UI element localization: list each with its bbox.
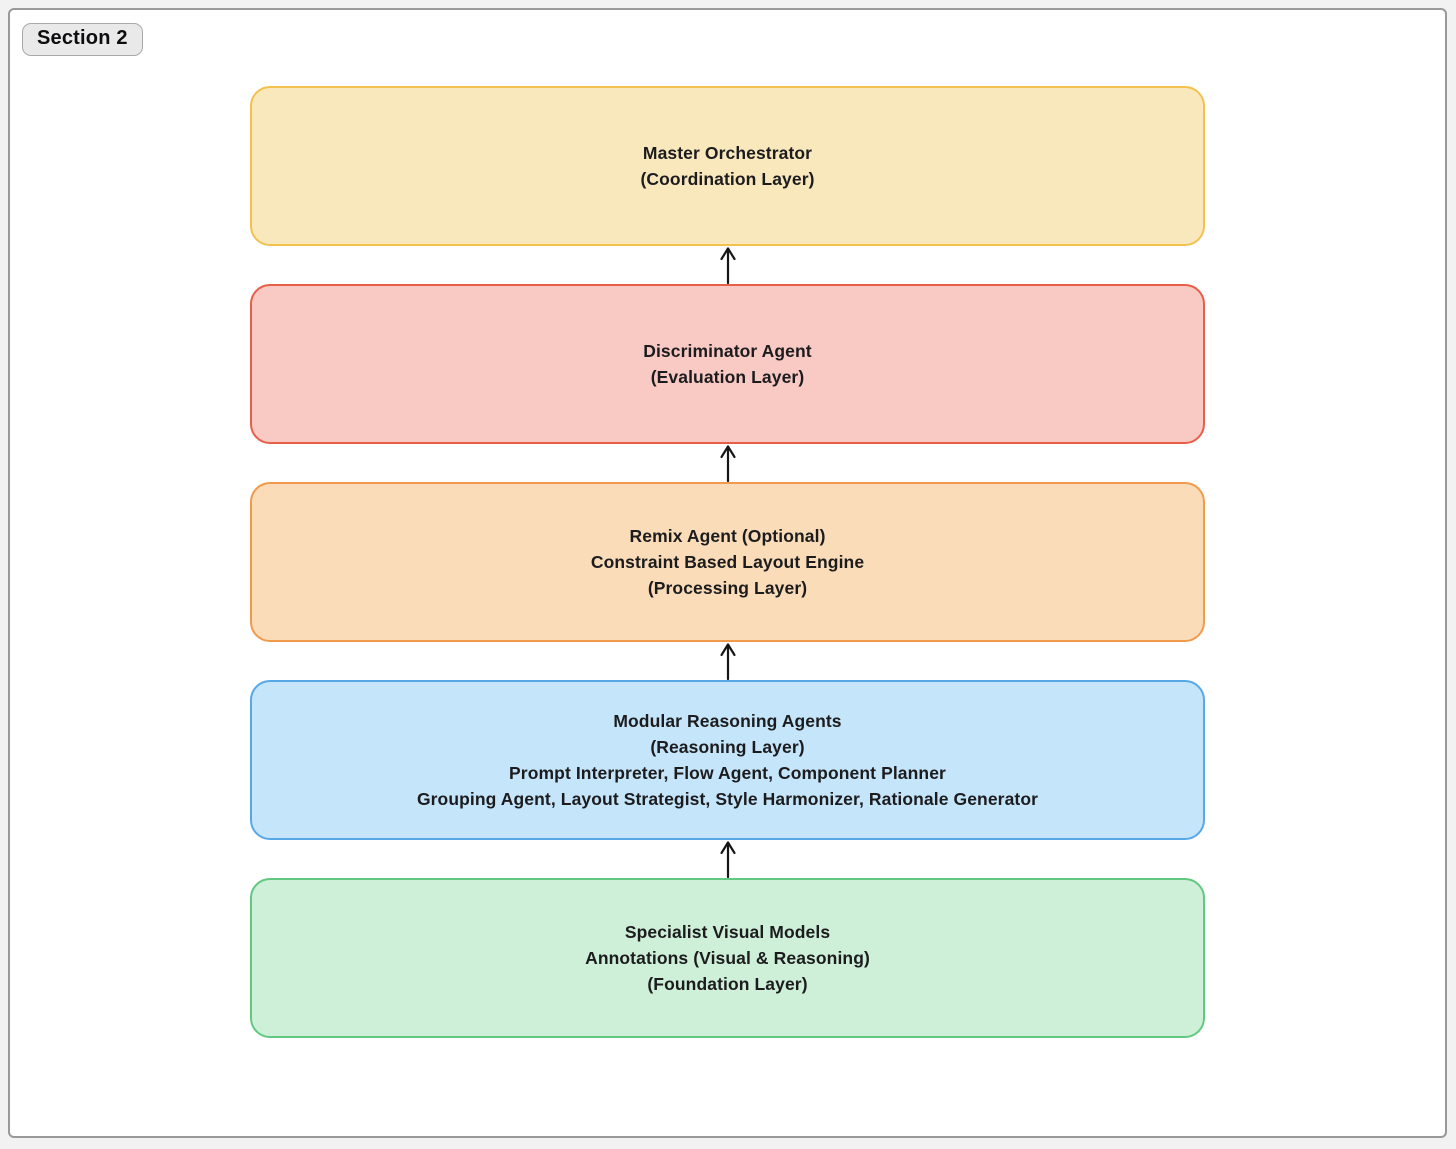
- up-arrow-icon: [250, 840, 1205, 878]
- layer-subtitle: (Coordination Layer): [640, 169, 815, 189]
- layer-title: Master Orchestrator: [642, 143, 813, 163]
- layer-title: Specialist Visual Models: [624, 922, 831, 942]
- layer-subtitle: (Reasoning Layer): [650, 737, 805, 757]
- layer-title: Discriminator Agent: [643, 341, 812, 361]
- up-arrow-icon: [250, 642, 1205, 680]
- layer-box-modular-reasoning-agents: Modular Reasoning Agents (Reasoning Laye…: [250, 680, 1205, 840]
- layer-detail: Prompt Interpreter, Flow Agent, Componen…: [509, 763, 946, 783]
- layer-detail: Grouping Agent, Layout Strategist, Style…: [416, 789, 1039, 809]
- up-arrow-icon: [250, 246, 1205, 284]
- layer-subtitle: (Foundation Layer): [647, 974, 808, 994]
- layer-subtitle: (Evaluation Layer): [650, 367, 805, 387]
- layer-box-discriminator-agent: Discriminator Agent (Evaluation Layer): [250, 284, 1205, 444]
- layer-title: Modular Reasoning Agents: [613, 711, 842, 731]
- section-badge: Section 2: [22, 23, 143, 56]
- canvas-frame: Section 2 Master Orchestrator (Coordinat…: [8, 8, 1447, 1138]
- layer-box-master-orchestrator: Master Orchestrator (Coordination Layer): [250, 86, 1205, 246]
- layer-detail: Annotations (Visual & Reasoning): [585, 948, 870, 968]
- layer-stack-diagram: Master Orchestrator (Coordination Layer)…: [250, 86, 1205, 1038]
- layer-box-remix-agent: Remix Agent (Optional) Constraint Based …: [250, 482, 1205, 642]
- layer-title: Remix Agent (Optional): [629, 526, 826, 546]
- up-arrow-icon: [250, 444, 1205, 482]
- layer-box-specialist-visual-models: Specialist Visual Models Annotations (Vi…: [250, 878, 1205, 1038]
- layer-detail: Constraint Based Layout Engine: [590, 552, 865, 572]
- layer-subtitle: (Processing Layer): [647, 578, 808, 598]
